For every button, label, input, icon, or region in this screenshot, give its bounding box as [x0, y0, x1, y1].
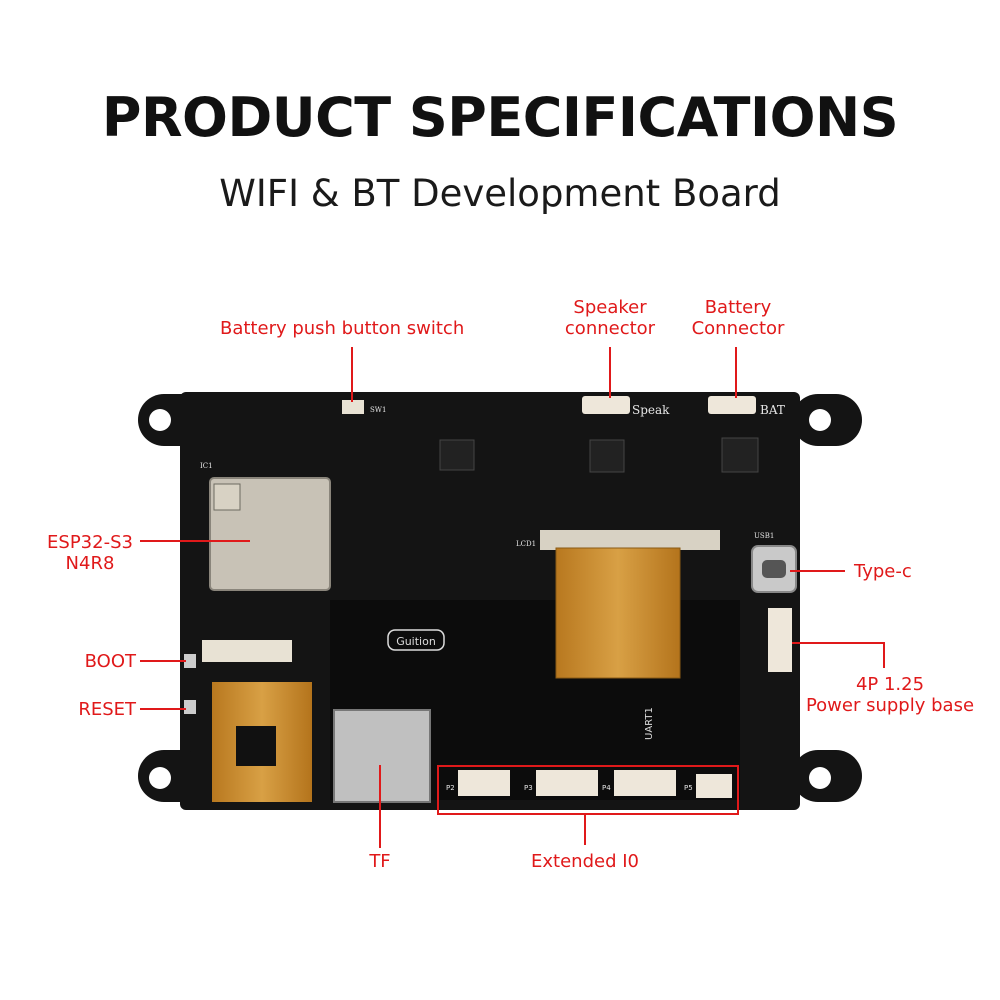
- label-esp32: ESP32-S3 N4R8: [40, 532, 140, 574]
- label-battery-connector: Battery Connector: [678, 297, 798, 339]
- silk-sw: SW1: [370, 406, 386, 414]
- silk-usb: USB1: [754, 532, 774, 540]
- silk-p3: P3: [524, 784, 533, 792]
- mount-hole-tr: [809, 409, 831, 431]
- silk-p5: P5: [684, 784, 693, 792]
- silk-p4: P4: [602, 784, 611, 792]
- label-esp32-line1: ESP32-S3: [47, 532, 133, 553]
- mount-hole-tl: [149, 409, 171, 431]
- chip-u3: [721, 437, 759, 473]
- label-battery-switch: Battery push button switch: [220, 318, 465, 339]
- mount-hole-bl: [149, 767, 171, 789]
- label-battery-line1: Battery: [704, 297, 772, 318]
- label-speaker-line2: connector: [564, 318, 656, 339]
- tf-card-slot: [333, 709, 431, 803]
- lcd-flex-cable: [540, 530, 720, 679]
- usb-typec-slot: [762, 560, 786, 578]
- page-subtitle: WIFI & BT Development Board: [219, 172, 781, 215]
- reset-button: [184, 700, 196, 714]
- silk-uart: UART1: [644, 707, 655, 740]
- boot-connector: [202, 640, 292, 662]
- brand-logo: Guition: [396, 635, 436, 648]
- speaker-connector: [582, 396, 630, 414]
- label-power-supply: 4P 1.25 Power supply base: [795, 674, 985, 716]
- page-title: PRODUCT SPECIFICATIONS: [101, 86, 899, 149]
- silk-ic: IC1: [200, 462, 213, 470]
- silk-bat: BAT: [760, 403, 785, 417]
- label-speaker-connector: Speaker connector: [554, 297, 666, 339]
- label-reset: RESET: [78, 699, 136, 720]
- silk-lcd: LCD1: [516, 540, 536, 548]
- esp32-module: [209, 477, 331, 591]
- label-battery-line2: Connector: [691, 318, 785, 339]
- label-power-line1: 4P 1.25: [855, 674, 925, 695]
- io-connector-p3: [536, 770, 598, 796]
- label-esp32-line2: N4R8: [65, 553, 115, 574]
- brand-logo-box: [387, 629, 445, 651]
- label-extended-io: Extended I0: [531, 851, 639, 872]
- label-typec: Type-c: [854, 561, 912, 582]
- leader-power: [792, 642, 885, 668]
- mount-hole-br: [809, 767, 831, 789]
- battery-connector: [708, 396, 756, 414]
- silk-speak: Speak: [632, 403, 670, 417]
- label-speaker-line1: Speaker: [573, 297, 647, 318]
- io-connector-p4: [614, 770, 676, 796]
- battery-switch: [342, 400, 364, 414]
- touch-flex-cable: [212, 682, 312, 802]
- label-power-line2: Power supply base: [805, 695, 975, 716]
- io-connector-p2: [458, 770, 510, 796]
- chip-u2: [589, 439, 625, 473]
- silk-p2: P2: [446, 784, 455, 792]
- io-connector-p5: [696, 774, 732, 798]
- label-tf: TF: [369, 851, 391, 872]
- label-boot: BOOT: [84, 651, 136, 672]
- power-supply-base: [768, 608, 792, 672]
- chip-u1: [439, 439, 475, 471]
- extended-io-box: [437, 765, 739, 815]
- boot-button: [184, 654, 196, 668]
